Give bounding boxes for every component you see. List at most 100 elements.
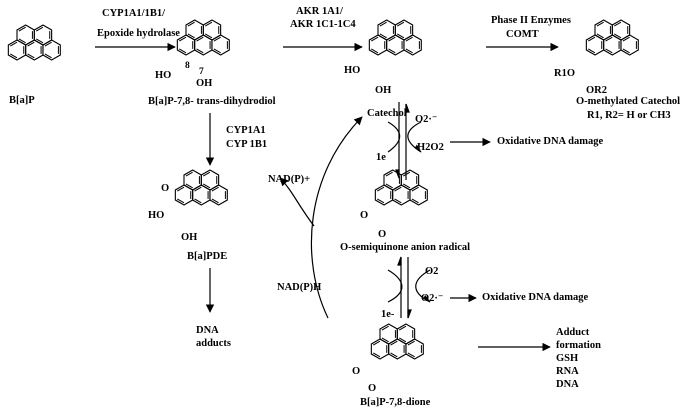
adduct-line2: formation bbox=[556, 340, 601, 351]
dihydrodiol-ho: HO bbox=[155, 70, 172, 81]
bpde-oh: OH bbox=[181, 232, 198, 243]
double-bond bbox=[18, 26, 26, 32]
adduct-gsh: GSH bbox=[556, 353, 579, 364]
double-bond bbox=[9, 53, 18, 59]
bpde-structure bbox=[174, 169, 228, 206]
semiquinone-o1: O bbox=[360, 210, 369, 221]
double-bond bbox=[35, 38, 44, 44]
double-bond bbox=[204, 33, 213, 39]
bap-structure bbox=[7, 24, 61, 61]
double-bond bbox=[178, 48, 187, 54]
bap-label: B[a]P bbox=[9, 95, 35, 106]
double-bond bbox=[622, 48, 630, 54]
double-bond bbox=[178, 36, 187, 42]
double-bond bbox=[622, 36, 630, 42]
superoxide-top: O2·⁻ bbox=[415, 114, 438, 125]
semiquinone-label: O-semiquinone anion radical bbox=[340, 242, 471, 253]
double-bond bbox=[185, 171, 193, 177]
ring bbox=[185, 19, 204, 41]
semiquinone-o2: O bbox=[378, 229, 387, 240]
double-bond bbox=[394, 198, 402, 204]
double-bond bbox=[379, 33, 387, 39]
ring bbox=[594, 19, 613, 41]
double-bond bbox=[44, 41, 52, 47]
ring bbox=[211, 34, 230, 56]
catechol-oh: OH bbox=[375, 85, 392, 96]
dihydrodiol-oh: OH bbox=[196, 78, 213, 89]
dihydrodiol-label: B[a]P-7,8- trans-dihydrodiol bbox=[148, 96, 276, 107]
equilibrium-arrows-bottom bbox=[387, 256, 431, 319]
double-bond bbox=[196, 48, 204, 54]
adduct-line1: Adduct bbox=[556, 327, 590, 338]
double-bond bbox=[176, 198, 185, 204]
catechol-structure bbox=[368, 19, 422, 56]
ring bbox=[409, 184, 428, 206]
double-bond bbox=[613, 21, 622, 27]
double-bond bbox=[396, 21, 405, 27]
double-bond bbox=[587, 36, 596, 42]
enzyme-epoxide-hydrolase: Epoxide hydrolase bbox=[97, 28, 180, 39]
enzyme-cyp1a1: CYP1A1 bbox=[226, 125, 266, 136]
enzyme-comt: COMT bbox=[506, 29, 539, 40]
bpde-label: B[a]PDE bbox=[187, 251, 228, 262]
methylated-label: O-methylated Catechol bbox=[576, 96, 681, 107]
double-bond bbox=[405, 48, 413, 54]
semiquinone-structure bbox=[374, 169, 428, 206]
double-bond bbox=[394, 186, 402, 192]
double-bond bbox=[376, 186, 385, 192]
double-bond bbox=[18, 38, 26, 44]
ring bbox=[183, 169, 202, 191]
double-bond bbox=[372, 340, 381, 346]
ring bbox=[16, 24, 35, 46]
ring bbox=[403, 34, 422, 56]
methylated-catechol-structure bbox=[585, 19, 639, 56]
double-bond bbox=[398, 325, 407, 331]
double-bond bbox=[211, 186, 219, 192]
double-bond bbox=[388, 36, 396, 42]
enzyme-cyp1b1: CYP 1B1 bbox=[226, 139, 268, 150]
double-bond bbox=[194, 198, 202, 204]
double-bond bbox=[411, 198, 419, 204]
double-bond bbox=[187, 21, 195, 27]
double-bond bbox=[385, 183, 393, 189]
double-bond bbox=[370, 48, 379, 54]
double-bond bbox=[407, 352, 415, 358]
double-bond bbox=[35, 26, 44, 32]
dna-adducts-line1: DNA bbox=[196, 325, 219, 336]
dione-o2: O bbox=[368, 383, 377, 394]
one-electron-bottom: 1e- bbox=[381, 309, 395, 320]
double-bond bbox=[381, 325, 389, 331]
equilibrium-arrows-top bbox=[387, 102, 422, 180]
redox-cycle-arrow bbox=[310, 116, 363, 319]
double-bond bbox=[402, 171, 411, 177]
double-bond bbox=[587, 48, 596, 54]
nadph-label: NAD(P)H bbox=[277, 282, 322, 293]
dna-adducts-line2: adducts bbox=[196, 338, 232, 349]
double-bond bbox=[44, 53, 52, 59]
methylated-r1o: R1O bbox=[554, 68, 575, 79]
enzyme-cyp-top: CYP1A1/1B1/ bbox=[102, 8, 165, 19]
double-bond bbox=[407, 340, 415, 346]
one-electron-top: 1e bbox=[376, 152, 386, 163]
double-bond bbox=[376, 198, 385, 204]
methylated-or2: OR2 bbox=[586, 85, 607, 96]
enzyme-phase2: Phase II Enzymes bbox=[491, 15, 571, 26]
double-bond bbox=[370, 36, 379, 42]
oxidative-damage-1: Oxidative DNA damage bbox=[497, 136, 604, 147]
double-bond bbox=[596, 33, 604, 39]
ring bbox=[377, 19, 396, 41]
double-bond bbox=[211, 198, 219, 204]
double-bond bbox=[9, 41, 18, 47]
double-bond bbox=[27, 41, 35, 47]
ring bbox=[620, 34, 639, 56]
double-bond bbox=[202, 171, 211, 177]
double-bond bbox=[196, 36, 204, 42]
double-bond bbox=[396, 33, 405, 39]
nadp-arrow bbox=[279, 177, 315, 227]
double-bond bbox=[204, 21, 213, 27]
double-bond bbox=[185, 183, 193, 189]
o2-label: O2 bbox=[425, 266, 439, 277]
position-8: 8 bbox=[185, 61, 190, 71]
ring bbox=[379, 323, 398, 345]
